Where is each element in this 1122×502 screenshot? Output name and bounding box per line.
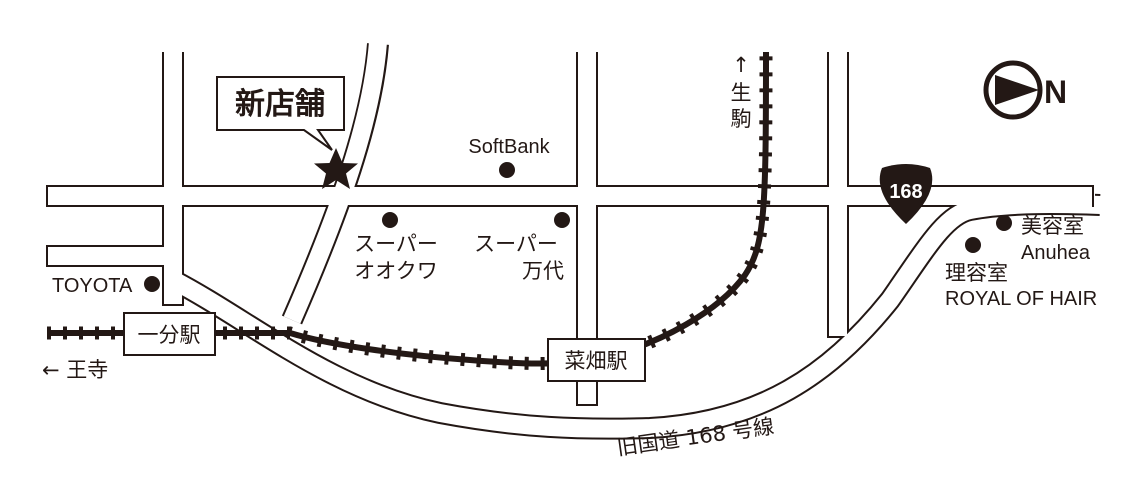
station-nabata-label: 菜畑駅 <box>565 349 628 373</box>
to-ikoma: ↑ 生 駒 <box>731 53 752 131</box>
super-mandai-label-2: 万代 <box>522 259 564 283</box>
barber-label-2: ROYAL OF HAIR <box>945 288 1097 310</box>
station-nabata: 菜畑駅 <box>547 338 646 382</box>
landmark-barber: 理容室 ROYAL OF HAIR <box>945 237 1097 310</box>
toyota-label: TOYOTA <box>52 275 133 297</box>
softbank-label: SoftBank <box>468 136 550 158</box>
location-dot-icon <box>996 215 1012 231</box>
location-dot-icon <box>144 276 160 292</box>
to-ikoma-label-2: 駒 <box>731 107 752 131</box>
landmark-super-ookuwa: スーパー オオクワ <box>354 212 438 283</box>
north-label: N <box>1044 74 1067 110</box>
beauty-salon-label-2: Anuhea <box>1021 242 1091 264</box>
new-store-label: 新店舗 <box>235 88 325 121</box>
location-dot-icon <box>965 237 981 253</box>
beauty-salon-label-1: 美容室 <box>1021 214 1084 238</box>
new-store-callout: 新店舗 <box>216 76 358 189</box>
location-dot-icon <box>499 162 515 178</box>
location-dot-icon <box>554 212 570 228</box>
to-ikoma-label-1: 生 <box>731 81 752 105</box>
route-number: 168 <box>889 181 922 203</box>
station-ichibu-label: 一分駅 <box>138 323 201 347</box>
super-mandai-label-1: スーパー <box>474 232 558 256</box>
route-shield-icon <box>879 164 933 224</box>
landmark-toyota: TOYOTA <box>52 275 160 297</box>
location-dot-icon <box>382 212 398 228</box>
to-ikoma-arrow: ↑ <box>732 53 750 77</box>
north-indicator: N <box>983 60 1067 120</box>
landmark-super-mandai: スーパー 万代 <box>474 212 570 283</box>
station-ichibu: 一分駅 <box>123 312 216 356</box>
barber-label-1: 理容室 <box>945 261 1008 285</box>
super-ookuwa-label-2: オオクワ <box>354 259 438 283</box>
route-shield: 168 <box>879 164 933 224</box>
star-icon <box>314 148 358 189</box>
north-arrow-icon <box>983 60 1043 120</box>
to-ouji-label: ← 王寺 <box>42 358 108 382</box>
landmark-softbank: SoftBank <box>468 136 551 178</box>
landmark-beauty-salon: 美容室 Anuhea <box>996 214 1091 264</box>
super-ookuwa-label-1: スーパー <box>354 232 438 256</box>
